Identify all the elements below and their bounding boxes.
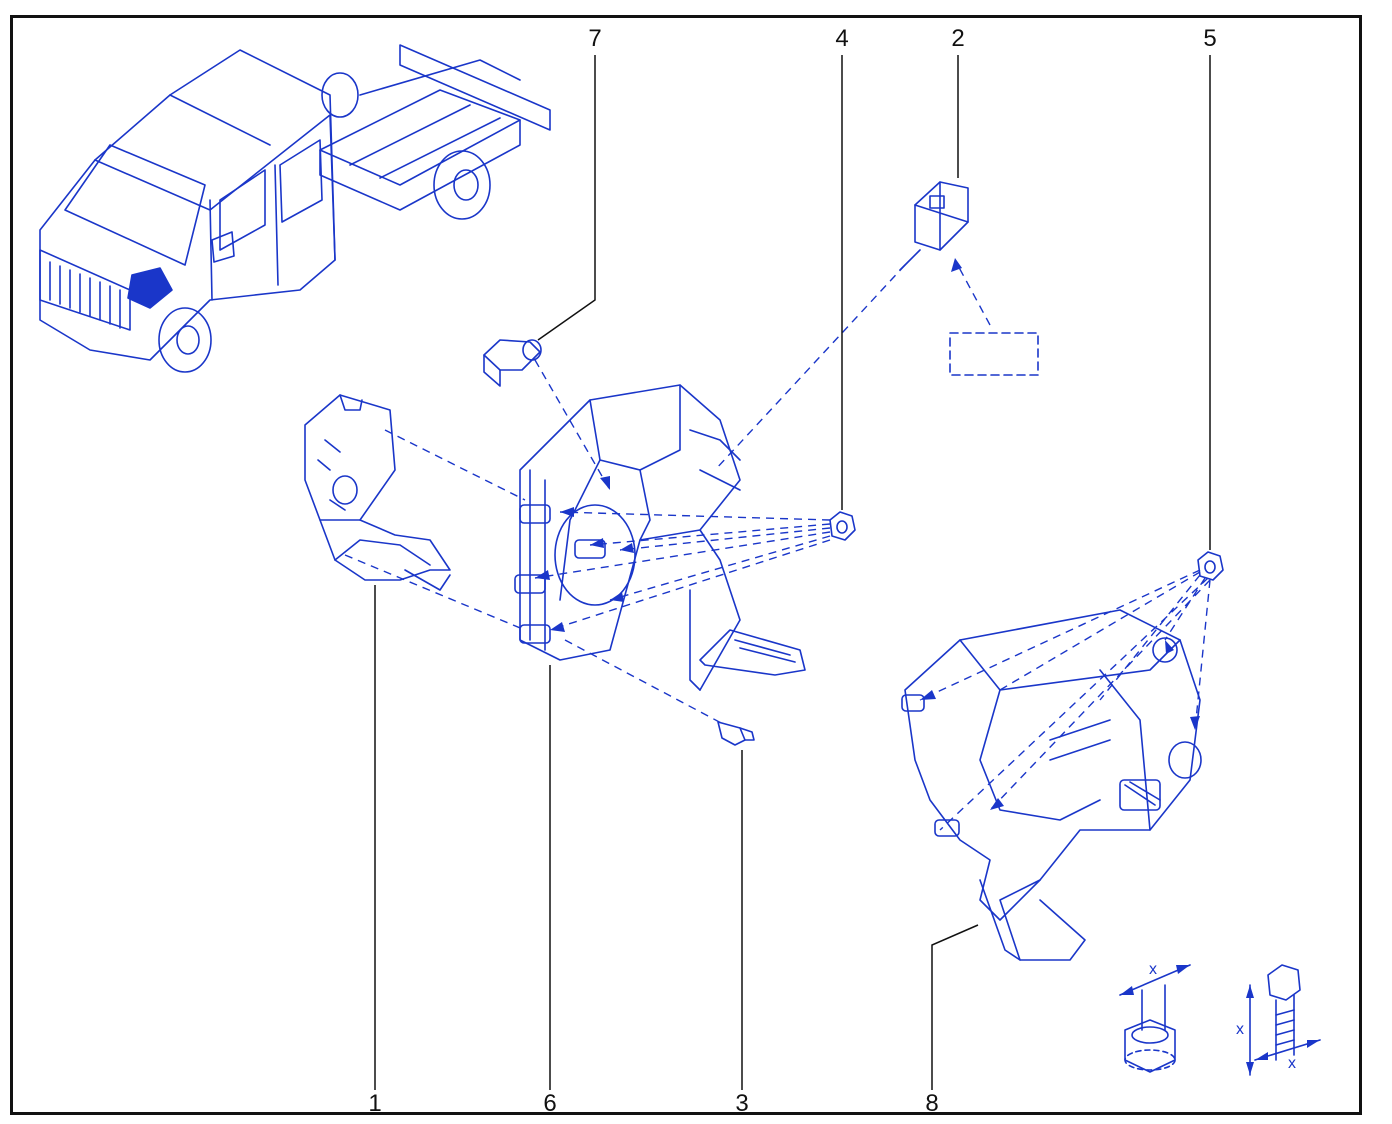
nut-dimension-x-label: x [1149, 961, 1157, 978]
nut-part-5 [1197, 551, 1224, 581]
bolt-dimension-x-side-label: x [1236, 1021, 1244, 1038]
bolt-dimension-x-bottom-label: x [1288, 1055, 1296, 1072]
callout-leaders [374, 55, 1211, 1090]
nut-part-4 [829, 511, 856, 541]
diagram-frame [10, 15, 1362, 1115]
reference-box [949, 332, 1039, 376]
callout-1: 1 [368, 1090, 382, 1117]
nut-dimension-icon [1119, 964, 1191, 1073]
bolt-part [717, 721, 755, 746]
callout-8: 8 [925, 1090, 939, 1117]
callout-7: 7 [588, 25, 602, 52]
pedal-bracket-assembly [514, 384, 806, 691]
callout-4: 4 [835, 25, 849, 52]
clutch-pedal-assembly [901, 609, 1202, 961]
callout-5: 5 [1203, 25, 1217, 52]
vehicle-chassis-cab-illustration [39, 44, 551, 373]
assembly-lines [344, 259, 1211, 831]
callout-2: 2 [951, 25, 965, 52]
callout-6: 6 [543, 1090, 557, 1117]
accelerator-pedal-module [304, 394, 451, 591]
brake-switch-part [899, 181, 969, 271]
clip-part [483, 339, 542, 387]
callout-3: 3 [735, 1090, 749, 1117]
